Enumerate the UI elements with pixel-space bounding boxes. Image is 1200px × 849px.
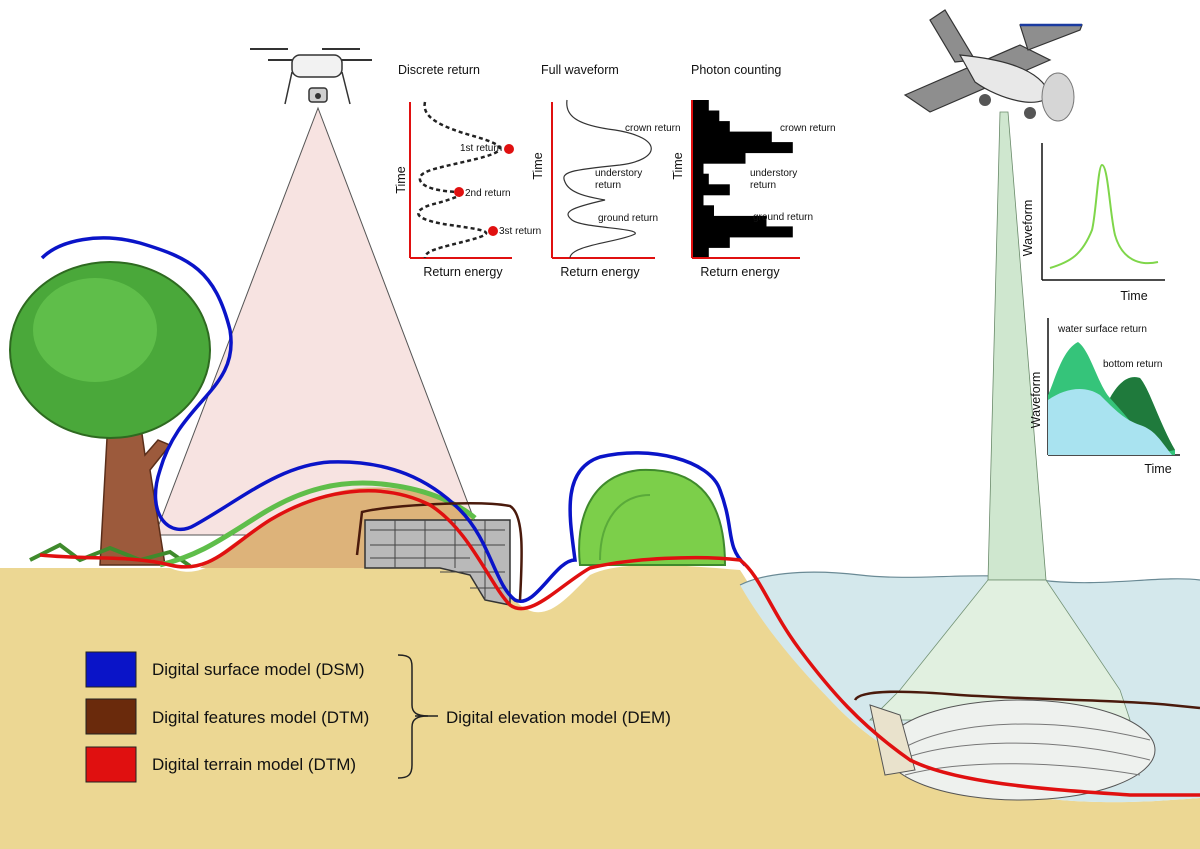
photon-bar — [693, 184, 730, 196]
photon-xlabel: Return energy — [700, 265, 780, 279]
photon-bar — [693, 142, 793, 154]
photon-bar — [693, 110, 720, 122]
photon-histogram — [693, 100, 793, 259]
dtm-line — [39, 489, 1200, 797]
plane-beam — [987, 111, 1047, 581]
full-xlabel: Return energy — [560, 265, 640, 279]
legend-swatch-dsm — [85, 651, 137, 688]
photon-understory-label: understory — [750, 168, 797, 179]
legend-label-dfm: Digital features model (DTM) — [152, 708, 369, 727]
legend-swatch-dfm — [85, 698, 137, 735]
panel-full-waveform: Full waveform Time Return energy crown r… — [531, 63, 681, 279]
bathy-ylabel: Waveform — [1029, 372, 1043, 429]
legend: Digital surface model (DSM) Digital feat… — [85, 651, 671, 783]
photon-bar — [693, 236, 730, 248]
legend-label-dtm: Digital terrain model (DTM) — [152, 755, 356, 774]
full-crown-label: crown return — [625, 123, 681, 134]
dfm-line — [355, 502, 523, 601]
tree-icon — [9, 261, 211, 568]
discrete-xlabel: Return energy — [423, 265, 503, 279]
photon-crown-label: crown return — [780, 123, 836, 134]
stone-wall-icon — [364, 519, 511, 606]
airplane-icon — [903, 9, 1083, 122]
photon-bar — [693, 226, 793, 238]
photon-understory-return-label: return — [750, 180, 776, 191]
photon-bar — [693, 121, 730, 133]
bottom-return-label: bottom return — [1103, 359, 1162, 370]
full-ground-label: ground return — [598, 213, 658, 224]
bathy-xlabel: Time — [1144, 462, 1171, 476]
legend-group-label: Digital elevation model (DEM) — [446, 708, 671, 727]
full-understory-return-label: return — [595, 180, 621, 191]
grass — [159, 480, 477, 568]
panel-discrete-return: Discrete return Time Return energy 1st r… — [394, 63, 541, 279]
dsm-line — [40, 236, 747, 604]
photon-bar — [693, 194, 704, 206]
discrete-ylabel: Time — [394, 166, 408, 193]
photon-bar — [693, 163, 704, 175]
panel-photon-counting: Photon counting Time Return energy crown… — [671, 63, 836, 279]
discrete-return-title: Discrete return — [398, 63, 480, 77]
waveform-ylabel: Waveform — [1021, 200, 1035, 257]
waveform-xlabel: Time — [1120, 289, 1147, 303]
return-2-label: 2nd return — [465, 188, 511, 199]
full-understory-label: understory — [595, 168, 642, 179]
legend-label-dsm: Digital surface model (DSM) — [152, 660, 365, 679]
plane-beam-underwater — [869, 579, 1131, 721]
water-surface-return-label: water surface return — [1057, 324, 1147, 335]
photon-bar — [693, 173, 709, 185]
photon-ylabel: Time — [671, 152, 685, 179]
panel-bathymetry: Waveform Time water surface return botto… — [1029, 318, 1180, 476]
photon-bar — [693, 247, 709, 259]
photon-bar — [693, 131, 772, 143]
return-1-label: 1st return — [460, 143, 502, 154]
bush-icon — [578, 468, 727, 566]
drone-icon — [250, 48, 372, 105]
panel-waveform: Waveform Time — [1021, 143, 1165, 303]
legend-swatch-dtm — [85, 746, 137, 783]
photon-bar — [693, 205, 714, 217]
full-waveform-title: Full waveform — [541, 63, 619, 77]
photon-counting-title: Photon counting — [691, 63, 781, 77]
photon-bar — [693, 215, 767, 227]
return-3-label: 3st return — [499, 226, 541, 237]
photon-bar — [693, 100, 709, 111]
photon-ground-label: ground return — [753, 212, 813, 223]
shipwreck-feature-line — [853, 690, 1200, 710]
full-ylabel: Time — [531, 152, 545, 179]
photon-bar — [693, 152, 746, 164]
